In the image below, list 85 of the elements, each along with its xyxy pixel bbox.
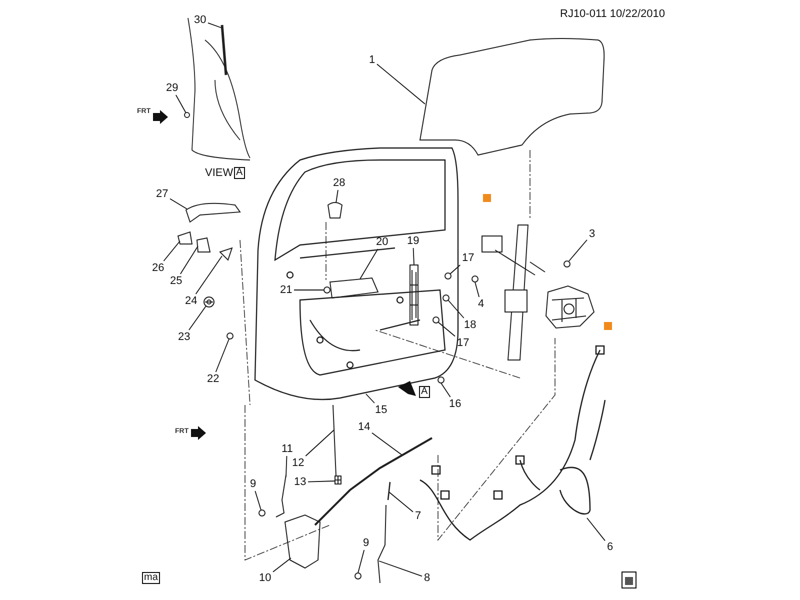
leader-line <box>286 456 288 478</box>
bolt <box>258 510 266 516</box>
leader-line <box>412 248 414 266</box>
plug <box>204 296 214 308</box>
leader-line <box>254 490 262 510</box>
bolt <box>184 112 190 118</box>
lock-cap <box>177 231 193 244</box>
bolt <box>354 572 362 580</box>
page-code: ma <box>142 572 160 584</box>
leader-line <box>360 248 378 280</box>
callout-number: 3 <box>588 228 596 240</box>
leader-line <box>372 432 402 456</box>
callout-number: 4 <box>477 298 486 310</box>
callout-number: 19 <box>406 235 420 247</box>
callout-number: 22 <box>206 373 220 385</box>
leader-line <box>586 518 606 542</box>
leader-line <box>450 264 461 274</box>
leader-line <box>308 480 336 482</box>
callout-number: 16 <box>448 398 462 410</box>
window-glass <box>420 38 605 156</box>
leader-line <box>175 94 186 114</box>
cable <box>314 437 432 526</box>
leader-line <box>170 198 188 210</box>
wiring-harness <box>419 345 606 541</box>
leader-line <box>474 282 480 298</box>
callout-number: 14 <box>357 421 372 433</box>
bolt <box>472 276 478 282</box>
leader-line <box>448 300 464 318</box>
leader-line <box>568 239 588 262</box>
callout-number: 21 <box>279 284 294 296</box>
callout-number: 11 <box>280 443 294 455</box>
view-letter: A <box>234 167 245 179</box>
leader-line <box>163 240 180 262</box>
leader-line <box>378 560 422 577</box>
lock-cylinder <box>196 237 211 252</box>
rod <box>332 404 336 476</box>
door-frame <box>254 147 459 400</box>
callout-number: 13 <box>293 476 308 488</box>
view-letter: A <box>419 386 430 398</box>
trim-strip <box>220 24 228 76</box>
callout-number: 23 <box>177 331 192 343</box>
callout-number: 26 <box>151 262 166 274</box>
leader-line <box>208 22 222 28</box>
callout-number: 25 <box>169 275 184 287</box>
callout-number: 30 <box>193 14 208 26</box>
leader-line <box>195 256 222 294</box>
callout-number: 17 <box>456 337 470 349</box>
callout-number: 9 <box>249 478 258 490</box>
callout-number: 18 <box>463 319 478 331</box>
callout-number: 15 <box>374 404 388 416</box>
door-handle <box>186 202 240 222</box>
view-caption: VIEW <box>205 167 234 179</box>
callout-number: 29 <box>165 82 180 94</box>
callout-number: 20 <box>375 236 390 248</box>
callout-number: 17 <box>461 252 476 264</box>
drawing-number: RJ10-011 10/22/2010 <box>560 8 665 20</box>
leader-line <box>336 190 338 204</box>
callout-number: 6 <box>606 541 614 553</box>
leader-line <box>215 338 230 372</box>
callout-number: 27 <box>155 188 170 200</box>
callout-number: 7 <box>414 510 422 522</box>
leader-line <box>305 430 334 456</box>
plug <box>438 376 444 384</box>
callout-number: 8 <box>423 572 432 584</box>
leader-line <box>440 382 451 398</box>
bolt <box>226 332 234 340</box>
bolt <box>564 260 570 268</box>
leader-line <box>366 394 375 404</box>
leader-line <box>388 492 414 512</box>
seal <box>219 247 233 261</box>
leader-line <box>376 64 426 104</box>
leader-line <box>438 322 456 337</box>
leader-line <box>188 306 206 330</box>
callout-number: 12 <box>291 457 306 469</box>
callout-number: 1 <box>368 54 376 66</box>
callout-number: 24 <box>184 295 198 307</box>
callout-number: 28 <box>332 177 346 189</box>
leader-line <box>272 558 292 572</box>
leader-line <box>180 246 198 274</box>
rod <box>276 474 286 518</box>
callout-number: 9 <box>362 537 370 549</box>
callout-number: 10 <box>258 572 272 584</box>
door-latch <box>284 514 321 569</box>
rod <box>378 504 386 584</box>
leader-line <box>358 550 365 574</box>
